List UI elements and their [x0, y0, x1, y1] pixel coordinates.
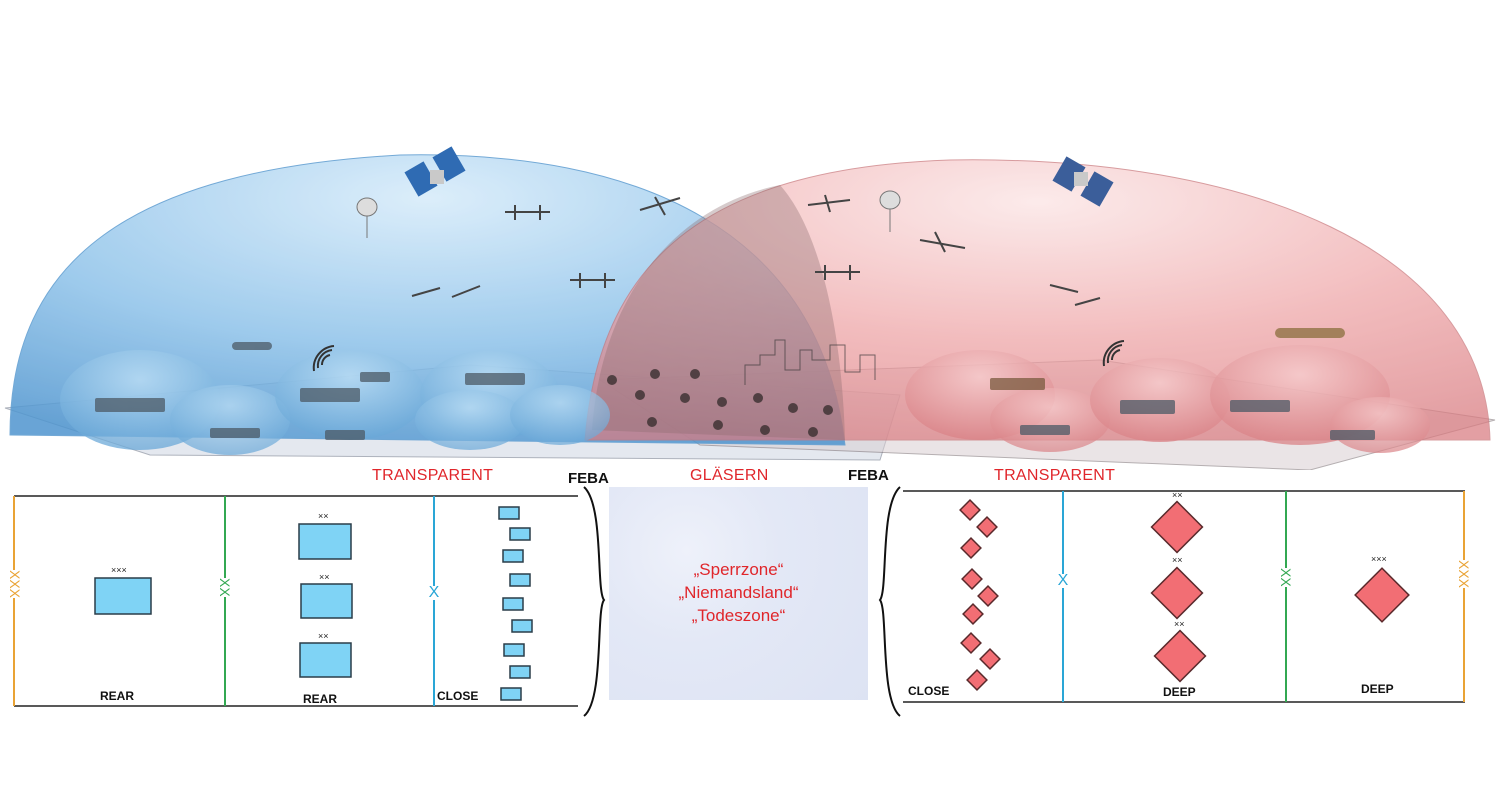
echelon-corps-left: XXX — [7, 570, 23, 599]
friendly-brigade-unit — [502, 549, 524, 563]
force-layout-schematic — [13, 486, 1465, 717]
unit-size-division-hostile: ×× — [1172, 490, 1183, 500]
hostile-division-unit — [1150, 566, 1204, 620]
zone-label-sperrzone: „Sperrzone“ — [693, 560, 784, 579]
feba-brace-left — [583, 486, 606, 717]
dome-illustration — [4, 146, 1496, 470]
sector-label-deep-2: DEEP — [1361, 682, 1394, 696]
hostile-brigade-unit — [959, 499, 981, 521]
label-feba-right: FEBA — [848, 467, 889, 484]
echelon-brigade-left: X — [427, 584, 441, 601]
friendly-division-unit — [300, 583, 353, 619]
hostile-brigade-unit — [962, 603, 984, 625]
friendly-brigade-unit — [511, 619, 533, 633]
friendly-corps-unit — [94, 577, 152, 615]
hostile-brigade-unit — [960, 537, 982, 559]
unit-size-corps-friendly: ××× — [111, 565, 127, 575]
echelon-brigade-right: X — [1056, 572, 1070, 589]
hostile-unit-domes — [905, 345, 1430, 453]
unit-size-division-hostile: ×× — [1174, 619, 1185, 629]
city-skyline — [744, 339, 876, 385]
friendly-brigade-unit — [498, 506, 520, 520]
label-glaesern: GLÄSERN — [690, 467, 769, 484]
balloon-icon — [356, 190, 901, 238]
hostile-brigade-unit — [976, 516, 998, 538]
zone-label-niemandsland: „Niemandsland“ — [678, 583, 799, 602]
unit-size-corps-hostile: ××× — [1371, 554, 1387, 564]
echelon-brigade-right-text: X — [1057, 572, 1069, 589]
hostile-corps-unit — [1354, 567, 1410, 623]
friendly-brigade-unit — [503, 643, 525, 657]
sector-label-deep-1: DEEP — [1163, 685, 1196, 699]
echelon-division-right: XX — [1278, 568, 1294, 587]
friendly-units — [94, 506, 533, 701]
echelon-brigade-left-text: X — [428, 584, 440, 601]
hostile-brigade-unit — [966, 669, 988, 691]
radio-signal-icon — [1102, 340, 1125, 367]
drone-icons — [411, 194, 1101, 306]
satellite-icon — [404, 146, 466, 197]
radio-signal-icon — [312, 345, 335, 372]
zone-label-todeszone: „Todeszone“ — [691, 606, 786, 625]
echelon-division-left: XX — [217, 578, 233, 597]
no-mans-land-zone: „Sperrzone“ „Niemandsland“ „Todeszone“ — [609, 487, 868, 700]
sector-label-close-left: CLOSE — [437, 689, 479, 703]
friendly-brigade-unit — [509, 665, 531, 679]
label-transparent-left: TRANSPARENT — [372, 467, 494, 484]
friendly-brigade-unit — [509, 573, 531, 587]
hostile-division-unit — [1153, 629, 1207, 683]
unit-size-division-friendly: ×× — [318, 631, 329, 641]
echelon-corps-left-text: XXX — [7, 570, 23, 599]
vehicle-icons — [95, 328, 1375, 440]
satellite-icon — [1052, 156, 1114, 207]
echelon-division-right-text: XX — [1278, 568, 1294, 587]
label-feba-left: FEBA — [568, 470, 609, 487]
hostile-brigade-unit — [979, 648, 1001, 670]
echelon-corps-right-text: XXX — [1456, 560, 1472, 589]
hostile-division-unit — [1150, 500, 1204, 554]
hostile-brigade-unit — [960, 632, 982, 654]
echelon-corps-right: XXX — [1456, 560, 1472, 589]
sector-label-rear-2: REAR — [303, 692, 338, 706]
friendly-division-unit — [298, 523, 352, 560]
friendly-unit-domes — [60, 350, 610, 455]
friendly-brigade-unit — [500, 687, 522, 701]
hostile-brigade-unit — [961, 568, 983, 590]
unit-size-division-friendly: ×× — [318, 511, 329, 521]
sector-label-rear-1: REAR — [100, 689, 135, 703]
unit-size-division-hostile: ×× — [1172, 555, 1183, 565]
sector-label-close-right: CLOSE — [908, 684, 950, 698]
unit-size-division-friendly: ×× — [319, 572, 330, 582]
friendly-division-unit — [299, 642, 352, 678]
echelon-division-left-text: XX — [217, 578, 233, 597]
label-transparent-right: TRANSPARENT — [994, 467, 1116, 484]
friendly-brigade-unit — [509, 527, 531, 541]
friendly-brigade-unit — [502, 597, 524, 611]
feba-brace-right — [878, 486, 901, 717]
hostile-units — [959, 499, 1410, 691]
hostile-brigade-unit — [977, 585, 999, 607]
obstacle-icons — [607, 369, 833, 437]
